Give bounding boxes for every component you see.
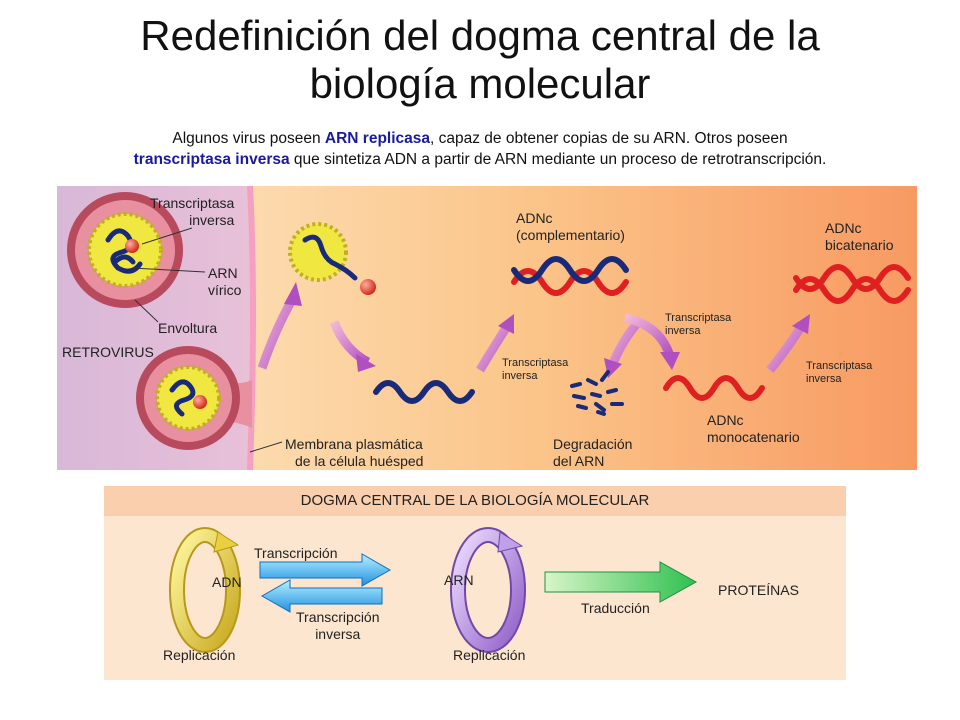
label-ti-line1: Transcripción: [296, 609, 380, 625]
label-rt-step-1: Transcriptasa inversa: [502, 357, 568, 383]
label-transcripcion-inversa: Transcripción inversa: [296, 609, 380, 643]
arrow-rt-3-head: [792, 314, 810, 334]
label-degradacion-arn: Degradación del ARN: [553, 436, 632, 470]
adn-replication-cycle: [169, 527, 241, 653]
label-membrana: Membrana plasmática de la célula huésped: [285, 436, 423, 470]
translation-arrow: [544, 561, 698, 603]
label-traduccion: Traducción: [581, 600, 650, 616]
label-arn-virico: ARN vírico: [208, 265, 241, 299]
label-mem-line1: Membrana plasmática: [285, 436, 423, 452]
label-rt-s1-line2: inversa: [502, 370, 538, 382]
pointer-rt: [141, 227, 193, 245]
subtitle-part-3: que sintetiza ADN a partir de ARN median…: [289, 151, 827, 168]
pointer-membrane: [249, 441, 283, 453]
arrow-entry: [257, 297, 296, 370]
label-transcriptasa-inversa: Transcriptasa inversa: [150, 195, 234, 229]
label-rt-s1-line1: Transcriptasa: [502, 357, 569, 369]
arrow-mono: [623, 313, 675, 358]
label-ti-line2: inversa: [315, 626, 361, 642]
page-title: Redefinición del dogma central de la bio…: [0, 12, 960, 108]
label-adnc-m-line2: monocatenario: [707, 429, 800, 445]
reverse-transcription-arrow: [260, 579, 383, 613]
dogma-title: DOGMA CENTRAL DE LA BIOLOGÍA MOLECULAR: [300, 492, 650, 509]
dogma-header: [104, 486, 846, 516]
label-rt-s3-line2: inversa: [806, 373, 842, 385]
label-adnc-complementario: ADNc (complementario): [516, 210, 625, 244]
label-rt-step-3: Transcriptasa inversa: [806, 360, 872, 386]
retrovirus-particle-top: [67, 192, 183, 308]
pointer-envoltura: [134, 299, 159, 323]
capsid-releasing-rna: [288, 222, 376, 295]
highlight-transcriptasa-inversa: transcriptasa inversa: [133, 151, 290, 168]
arn-replication-cycle: [450, 527, 526, 653]
label-replicacion-arn: Replicación: [453, 647, 526, 663]
adnc-double-strand: [793, 264, 911, 304]
label-envoltura: Envoltura: [158, 320, 218, 336]
subtitle: Algunos virus poseen ARN replicasa, capa…: [40, 128, 920, 170]
adnc-hybrid-strand: [511, 256, 629, 296]
label-proteinas: PROTEÍNAS: [718, 582, 799, 598]
arrow-mono-head: [660, 352, 680, 370]
subtitle-part-2: , capaz de obtener copias de su ARN. Otr…: [430, 130, 788, 147]
label-rt-s3-line1: Transcriptasa: [806, 360, 873, 372]
title-line-1: Redefinición del dogma central de la: [140, 12, 820, 59]
label-deg-line1: Degradación: [553, 436, 633, 452]
subtitle-part-1: Algunos virus poseen: [172, 130, 325, 147]
label-adnc-m-line1: ADNc: [707, 412, 744, 428]
label-rt-line1: Transcriptasa: [150, 195, 235, 211]
label-replicacion-adn: Replicación: [163, 647, 236, 663]
adnc-single-strand: [663, 375, 765, 401]
arrow-entry-head: [284, 282, 302, 306]
retrovirus-particle-fusing: [136, 346, 252, 450]
label-transcripcion: Transcripción: [254, 545, 338, 561]
transcription-arrow: [259, 553, 392, 587]
label-adnc-c-line2: (complementario): [516, 227, 625, 243]
label-adn: ADN: [212, 574, 242, 590]
label-adnc-b-line2: bicatenario: [825, 237, 894, 253]
label-adnc-b-line1: ADNc: [825, 220, 862, 236]
label-mem-line2: de la célula huésped: [295, 453, 424, 469]
label-rt-s2-line1: Transcriptasa: [665, 312, 732, 324]
label-arn-line1: ARN: [208, 265, 238, 281]
label-retrovirus: RETROVIRUS: [62, 344, 154, 360]
pointer-arn: [131, 267, 206, 273]
rna-strand: [373, 380, 475, 404]
label-deg-line2: del ARN: [553, 453, 605, 469]
highlight-arn-replicasa: ARN replicasa: [324, 130, 431, 147]
degraded-rna-fragments: [570, 370, 624, 416]
arrow-uncoat-head: [356, 354, 376, 372]
label-adnc-bicatenario: ADNc bicatenario: [825, 220, 894, 254]
label-adnc-c-line1: ADNc: [516, 210, 553, 226]
label-arn: ARN: [444, 572, 474, 588]
label-rt-step-2: Transcriptasa inversa: [665, 312, 731, 338]
label-arn-line2: vírico: [208, 282, 242, 298]
label-rt-s2-line2: inversa: [665, 325, 701, 337]
label-rt-line2: inversa: [189, 212, 235, 228]
title-line-2: biología molecular: [309, 60, 651, 107]
label-adnc-monocatenario: ADNc monocatenario: [707, 412, 800, 446]
arrow-rt-1-head: [498, 314, 514, 334]
